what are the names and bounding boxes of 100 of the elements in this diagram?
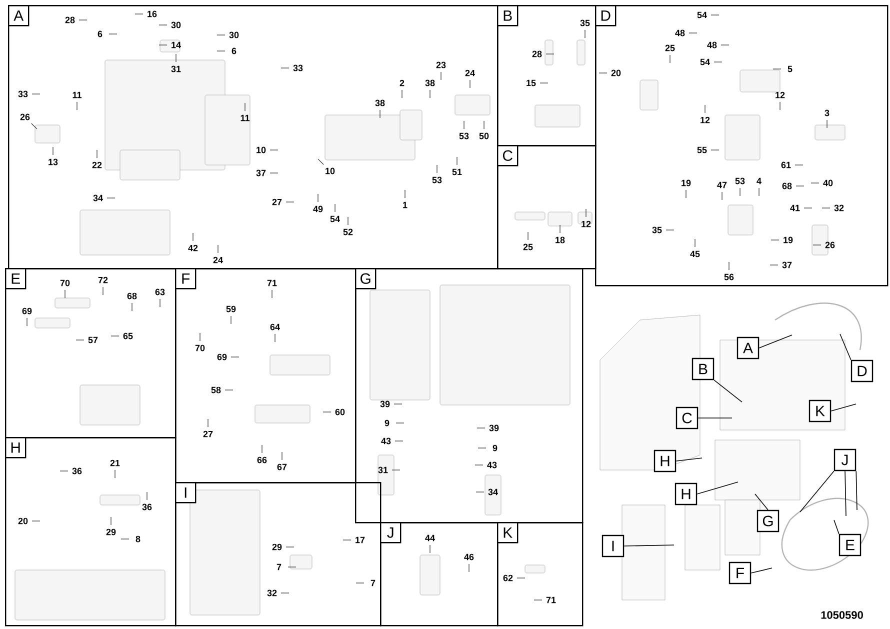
callout-number: 69 (217, 354, 227, 360)
callout-box: F (728, 562, 752, 584)
callout-number: 29 (272, 544, 282, 550)
callout-number: 37 (782, 262, 792, 268)
callout-number: 11 (72, 92, 82, 98)
callout-box: J (834, 448, 856, 472)
callout-number: 21 (110, 460, 120, 466)
callout-number: 12 (582, 220, 591, 228)
callout-number: 63 (155, 288, 165, 296)
part-number: 1050590 (821, 611, 863, 619)
callout-number: 42 (188, 244, 198, 252)
callout-number: 48 (707, 42, 717, 48)
callout-number: 34 (93, 194, 103, 202)
callout-number: 19 (784, 236, 793, 244)
callout-number: 12 (700, 116, 710, 124)
callout-number: 40 (823, 180, 833, 186)
callout-number: 39 (380, 400, 390, 408)
callout-box: G (756, 510, 780, 532)
callout-number: 66 (257, 456, 267, 464)
leader-line (696, 482, 738, 494)
callout-number: 61 (781, 162, 791, 168)
callout-number: 41 (790, 204, 800, 212)
callout-number: 36 (142, 504, 152, 510)
callout-number: 5 (788, 66, 792, 72)
leader-line (758, 334, 792, 348)
callout-number: 55 (697, 146, 707, 154)
callout-number: 29 (106, 528, 116, 536)
callout-number: 24 (465, 70, 475, 76)
callout-number: 34 (488, 488, 498, 496)
callout-number: 28 (65, 16, 75, 24)
leader-line (830, 404, 856, 412)
callout-number: 22 (92, 162, 102, 168)
callout-number: 1 (403, 202, 408, 208)
callout-number: 69 (22, 308, 32, 314)
callout-number: 51 (452, 168, 462, 176)
callout-number: 2 (400, 80, 404, 86)
callout-number: 54 (700, 58, 710, 66)
callout-number: 31 (171, 66, 181, 72)
callout-number: 13 (48, 158, 58, 166)
callout-number: 70 (60, 280, 70, 286)
leader-line (754, 494, 768, 510)
callout-box: H (674, 482, 698, 506)
callout-number: 6 (232, 48, 236, 54)
callout-number: 33 (18, 90, 28, 98)
callout-number: 72 (98, 276, 108, 284)
callout-number: 19 (682, 180, 691, 186)
callout-number: 54 (330, 216, 340, 222)
callout-number: 11 (240, 114, 250, 122)
callout-number: 9 (384, 420, 390, 426)
callout-number: 53 (735, 178, 745, 184)
callout-number: 57 (88, 336, 98, 344)
callout-number: 25 (523, 244, 533, 250)
leader-line (676, 458, 702, 462)
callout-number: 58 (211, 386, 221, 394)
callout-number: 39 (489, 424, 499, 432)
callout-number: 25 (665, 44, 675, 52)
callout-number: 12 (776, 92, 785, 98)
leader-line (840, 334, 852, 360)
callout-box: K (808, 400, 832, 422)
callout-number: 35 (652, 226, 662, 234)
callout-number: 23 (436, 62, 446, 68)
callout-number: 16 (148, 10, 157, 18)
callout-number: 53 (432, 176, 442, 184)
leader-line (714, 380, 742, 402)
leader-line (834, 520, 840, 534)
callout-number: 64 (270, 324, 280, 330)
callout-number: 36 (72, 468, 82, 474)
callout-box: C (676, 406, 698, 430)
callout-number: 24 (213, 256, 223, 264)
callout-number: 6 (98, 30, 102, 38)
leader-line (844, 470, 846, 516)
callout-number: 14 (172, 42, 181, 48)
callout-box: D (850, 360, 874, 382)
callout-number: 50 (479, 132, 489, 140)
callout-number: 26 (825, 242, 835, 248)
callout-number: 7 (276, 564, 282, 570)
callout-number: 62 (503, 574, 513, 582)
leader-line (800, 470, 834, 512)
callout-box: I (602, 534, 624, 558)
callout-number: 9 (492, 444, 498, 452)
callout-number: 47 (717, 182, 727, 188)
callout-number: 38 (375, 100, 385, 106)
callout-number: 44 (425, 534, 435, 542)
callout-number: 68 (782, 182, 792, 190)
callout-number: 10 (256, 146, 266, 154)
callout-number: 60 (335, 408, 345, 416)
callout-number: 28 (532, 50, 542, 58)
callout-number: 32 (834, 204, 844, 212)
callout-number: 8 (136, 536, 140, 542)
callout-number: 37 (256, 170, 266, 176)
callout-number: 70 (195, 344, 205, 352)
callout-number: 54 (697, 12, 707, 18)
callout-number: 26 (20, 114, 30, 120)
callout-number: 45 (690, 250, 700, 258)
callout-number: 4 (756, 178, 762, 184)
callout-number: 18 (556, 236, 565, 244)
leader-line (856, 470, 858, 510)
callout-number: 59 (226, 306, 236, 312)
callout-box: A (736, 336, 760, 360)
callout-number: 49 (313, 206, 323, 212)
